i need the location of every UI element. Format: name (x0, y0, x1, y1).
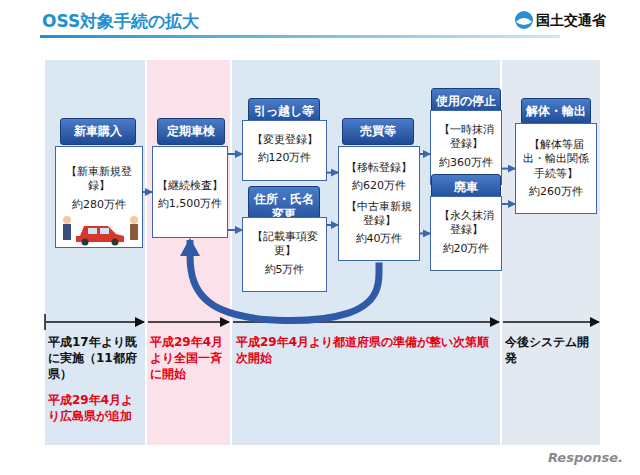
header-text: 使用の停止 (435, 94, 497, 109)
process-box: 【継続検査】約1,500万件 (152, 146, 228, 238)
count-text: 約280万件 (72, 198, 126, 212)
ministry-logo (515, 11, 533, 29)
procedure-text: 【一時抹消登録】 (435, 123, 497, 152)
flow-arrow (228, 153, 242, 155)
column-band (502, 60, 600, 445)
timeline-note: 平成29年4月より広島県が追加 (48, 392, 143, 424)
count-text: 約20万件 (443, 242, 490, 256)
flow-arrow (228, 229, 242, 231)
flow-arrow (502, 203, 515, 205)
timeline-note: 平成17年より既に実施（11都府県） (48, 334, 143, 383)
procedure-text: 【永久抹消登録】 (435, 209, 497, 238)
header-box: 定期車検 (157, 118, 225, 145)
header-text: 売買等 (346, 124, 410, 139)
flow-arrow (502, 168, 515, 170)
process-box: 【記載事項変更】約5万件 (242, 217, 327, 292)
column-band (45, 60, 145, 445)
flow-arrow (420, 232, 430, 234)
process-box: 【解体等届出・輸出関係手続等】約260万件 (515, 123, 597, 214)
header-text: 廃車 (435, 180, 497, 195)
process-box: 【新車新規登録】約280万件 (55, 146, 143, 248)
title-underline (40, 35, 560, 38)
header-text: 新車購入 (64, 124, 132, 139)
diagram-title: OSS対象手続の拡大 (42, 10, 199, 33)
watermark: Response. (548, 449, 636, 467)
count-text: 約260万件 (529, 185, 583, 199)
flow-arrow (143, 191, 152, 193)
header-text: 定期車検 (161, 124, 221, 139)
procedure-text: 【継続検査】 (157, 179, 223, 193)
header-box: 解体・輸出 (521, 98, 591, 125)
header-text: 解体・輸出 (525, 104, 587, 119)
count-text: 約620万件 (352, 179, 406, 193)
procedure-text: 【移転登録】 (346, 161, 412, 175)
process-box: 【移転登録】約620万件【中古車新規登録】約40万件 (338, 146, 420, 261)
flow-arrow (327, 224, 338, 226)
flow-arrow (420, 153, 430, 155)
timeline-note: 平成29年4月より都道府県の準備が整い次第順次開始 (236, 334, 498, 366)
procedure-text: 【中古車新規登録】 (343, 200, 415, 229)
procedure-text: 【記載事項変更】 (247, 230, 322, 259)
timeline-note: 平成29年4月より全国一斉に開始 (150, 334, 228, 383)
count-text: 約1,500万件 (158, 197, 223, 211)
procedure-text: 【新車新規登録】 (60, 165, 138, 194)
count-text: 約40万件 (356, 232, 403, 246)
header-box: 新車購入 (60, 118, 136, 145)
count-text: 約360万件 (439, 156, 493, 170)
process-box: 【変更登録】約120万件 (242, 120, 327, 181)
count-text: 約5万件 (265, 263, 305, 277)
count-text: 約120万件 (258, 151, 312, 165)
process-box: 【永久抹消登録】約20万件 (430, 196, 502, 271)
header-box: 売買等 (342, 118, 414, 145)
procedure-text: 【変更登録】 (252, 133, 318, 147)
flow-arrow (327, 172, 338, 174)
procedure-text: 【解体等届出・輸出関係手続等】 (520, 138, 592, 181)
logo-text: 国土交通省 (536, 11, 636, 30)
timeline-note: 今後システム開発 (505, 334, 597, 366)
header-text: 引っ越し等 (252, 104, 316, 119)
